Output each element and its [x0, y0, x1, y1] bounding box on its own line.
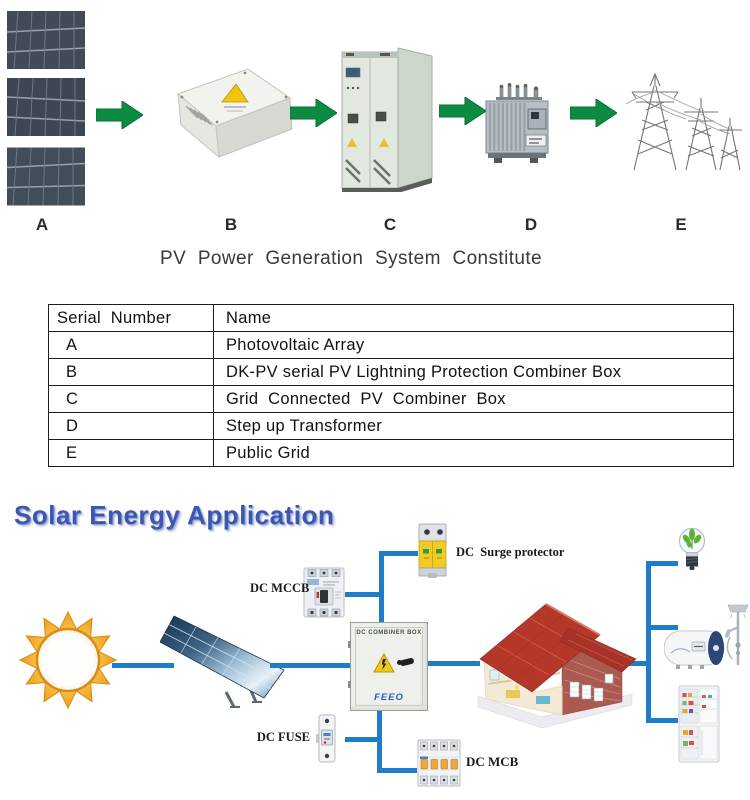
- dc-fuse-label: DC FUSE: [256, 730, 310, 744]
- dc-mccb-label: DC MCCB: [250, 581, 310, 595]
- application-title: Solar Energy Application: [14, 500, 335, 530]
- table-row: E Public Grid: [48, 439, 734, 467]
- wire-fridge-branch: [646, 718, 678, 723]
- flow-arrow-icon-2: [290, 99, 337, 127]
- dc-combiner-box: DC COMBINER BOX FEEO: [348, 622, 428, 711]
- flow-arrow-icon-3: [439, 97, 486, 125]
- flow-label-c: C: [383, 215, 397, 234]
- wire-vertical-top: [379, 551, 384, 623]
- table-row: D Step up Transformer: [48, 412, 734, 440]
- box-handle-pivot: [397, 660, 402, 665]
- wire-vertical-bottom: [377, 711, 382, 773]
- table-row: B DK-PV serial PV Lightning Protection C…: [48, 358, 734, 386]
- table-header-row: Serial Number Name: [48, 304, 734, 332]
- cell-name-a: Photovoltaic Array: [213, 331, 734, 359]
- cell-serial-d: D: [48, 412, 214, 440]
- cell-name-d: Step up Transformer: [213, 412, 734, 440]
- combiner-brand-logo: FEEO: [374, 692, 404, 703]
- fuse-icon: [316, 714, 336, 763]
- solar-panel-icon: [160, 615, 285, 708]
- table-row: C Grid Connected PV Combiner Box: [48, 385, 734, 413]
- flow-label-d: D: [524, 215, 538, 234]
- flow-label-b: B: [224, 215, 238, 234]
- wire-mcb-branch: [377, 768, 417, 773]
- bulb-icon: [678, 527, 706, 570]
- flow-title: PV Power Generation System Constitute: [160, 248, 543, 269]
- box-hinge: [348, 641, 351, 648]
- water-heater-icon: [664, 604, 749, 669]
- col-header-serial: Serial Number: [48, 304, 214, 332]
- box-hinge: [348, 681, 351, 688]
- wire-bus-vertical: [646, 561, 651, 723]
- flow-arrow-icon-1: [96, 101, 143, 129]
- inverter-cabinet-photo: [341, 47, 433, 192]
- cell-serial-c: C: [48, 385, 214, 413]
- col-header-name: Name: [213, 304, 734, 332]
- sun-icon: [18, 610, 118, 710]
- cell-serial-a: A: [48, 331, 214, 359]
- wire-fuse-branch: [345, 737, 377, 742]
- cell-serial-b: B: [48, 358, 214, 386]
- fridge-icon: [678, 685, 720, 763]
- wire-heater-branch: [646, 625, 678, 630]
- shower-icon: [724, 604, 749, 665]
- flow-label-a: A: [35, 215, 49, 234]
- wire-mccb-branch: [345, 592, 382, 597]
- flow-arrow-icon-4: [570, 99, 617, 127]
- dc-surge-label: DC Surge protector: [456, 545, 565, 559]
- wire-sun-panel: [112, 663, 174, 668]
- cell-name-e: Public Grid: [213, 439, 734, 467]
- combiner-box-photo: [177, 68, 293, 159]
- warning-triangle-icon: [373, 653, 395, 673]
- mcb-breaker-icon: [417, 739, 461, 787]
- cell-name-b: DK-PV serial PV Lightning Protection Com…: [213, 358, 734, 386]
- mccb-breaker-icon: [303, 567, 345, 618]
- transformer-photo: [485, 83, 549, 163]
- table-row: A Photovoltaic Array: [48, 331, 734, 359]
- legend-table: Serial Number Name A Photovoltaic Array …: [48, 304, 734, 467]
- wire-bulb-branch: [646, 561, 678, 566]
- cell-serial-e: E: [48, 439, 214, 467]
- pv-array-photo-3: [7, 147, 85, 206]
- surge-protector-icon: [418, 523, 447, 578]
- wire-panel-combiner: [270, 663, 350, 668]
- transmission-towers-photo: [625, 72, 742, 171]
- house-icon: [477, 603, 637, 728]
- flow-label-e: E: [675, 215, 687, 234]
- pv-array-photo-2: [7, 77, 85, 137]
- wire-surge-branch: [379, 551, 418, 556]
- combiner-box-door: [355, 627, 423, 706]
- pv-array-photo-1: [7, 11, 85, 69]
- dc-mcb-label: DC MCB: [466, 754, 519, 769]
- wire-combiner-house: [428, 661, 480, 666]
- wire-house-bus: [628, 661, 651, 666]
- cell-name-c: Grid Connected PV Combiner Box: [213, 385, 734, 413]
- combiner-box-title: DC COMBINER BOX: [356, 630, 422, 636]
